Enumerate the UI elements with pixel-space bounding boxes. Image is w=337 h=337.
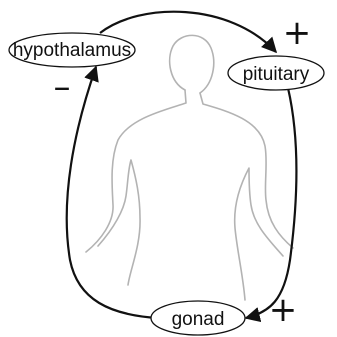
label-pituitary: pituitary <box>243 64 310 85</box>
sign-minus-left: – <box>54 67 71 107</box>
sign-plus-top: + <box>283 13 312 53</box>
right-body-outline <box>200 93 293 248</box>
sign-plus-bottom: + <box>269 290 298 330</box>
head-outline <box>170 35 214 93</box>
arrow-pituitary-to-gonad <box>246 88 297 318</box>
node-pituitary: pituitary <box>228 56 324 90</box>
right-torso-outline <box>235 168 283 300</box>
node-hypothalamus: hypothalamus <box>9 33 135 67</box>
label-hypothalamus: hypothalamus <box>13 40 131 61</box>
left-torso-outline <box>98 160 140 285</box>
left-body-outline <box>86 90 186 252</box>
node-gonad: gonad <box>151 301 245 335</box>
label-gonad: gonad <box>172 309 225 330</box>
